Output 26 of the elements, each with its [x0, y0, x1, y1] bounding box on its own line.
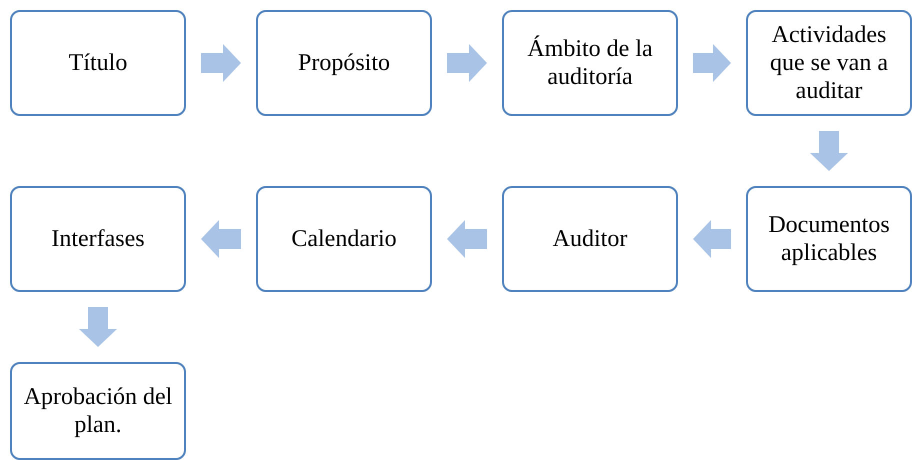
block-arrow — [447, 220, 487, 258]
box-label: Actividades que se van a auditar — [769, 21, 889, 105]
box-label: Propósito — [298, 49, 390, 77]
process-box — [10, 186, 186, 292]
box-label: Interfases — [51, 225, 145, 253]
process-box — [10, 10, 186, 116]
box-label: Auditor — [552, 225, 628, 253]
process-box — [10, 362, 186, 460]
process-box — [502, 186, 678, 292]
process-box — [746, 186, 912, 292]
box-label: Documentos aplicables — [767, 211, 891, 267]
process-box — [502, 10, 678, 116]
box-label: Calendario — [291, 225, 397, 253]
box-label: Aprobación del plan. — [22, 383, 174, 439]
block-arrow — [447, 44, 487, 82]
process-box — [746, 10, 912, 116]
block-arrow — [79, 307, 117, 347]
block-arrow — [810, 131, 848, 171]
process-box — [256, 10, 432, 116]
process-box — [256, 186, 432, 292]
block-arrow — [201, 220, 241, 258]
block-arrow — [693, 44, 731, 82]
block-arrow — [201, 44, 241, 82]
box-label: Título — [68, 49, 128, 77]
block-arrow — [693, 220, 731, 258]
box-label: Ámbito de la auditoría — [526, 35, 654, 91]
